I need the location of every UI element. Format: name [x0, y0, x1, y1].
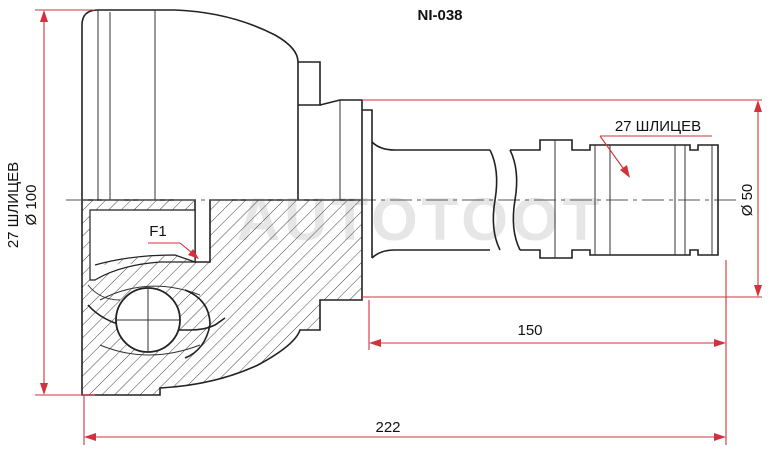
outer-splines-label: 27 ШЛИЦЕВ: [5, 162, 22, 248]
housing-upper-outline: [81, 9, 490, 200]
flange-label: F1: [149, 223, 167, 240]
shaft-diameter-label: Ø 50: [739, 184, 756, 217]
shaft: [371, 139, 719, 259]
dim-outer-diameter: [35, 9, 95, 396]
part-number: NI-038: [417, 7, 462, 24]
inner-splines-leader: [599, 135, 712, 178]
dim-total-length: [83, 350, 727, 445]
inner-splines-label: 27 ШЛИЦЕВ: [615, 118, 701, 135]
shaft-length-label: 150: [517, 322, 542, 339]
dim-shaft-diameter: [362, 99, 762, 298]
outer-diameter-label: Ø 100: [23, 185, 40, 226]
total-length-label: 222: [375, 419, 400, 436]
dim-shaft-length: [368, 260, 727, 350]
f1-leader: [148, 242, 199, 259]
housing-lower-section: [81, 199, 363, 396]
